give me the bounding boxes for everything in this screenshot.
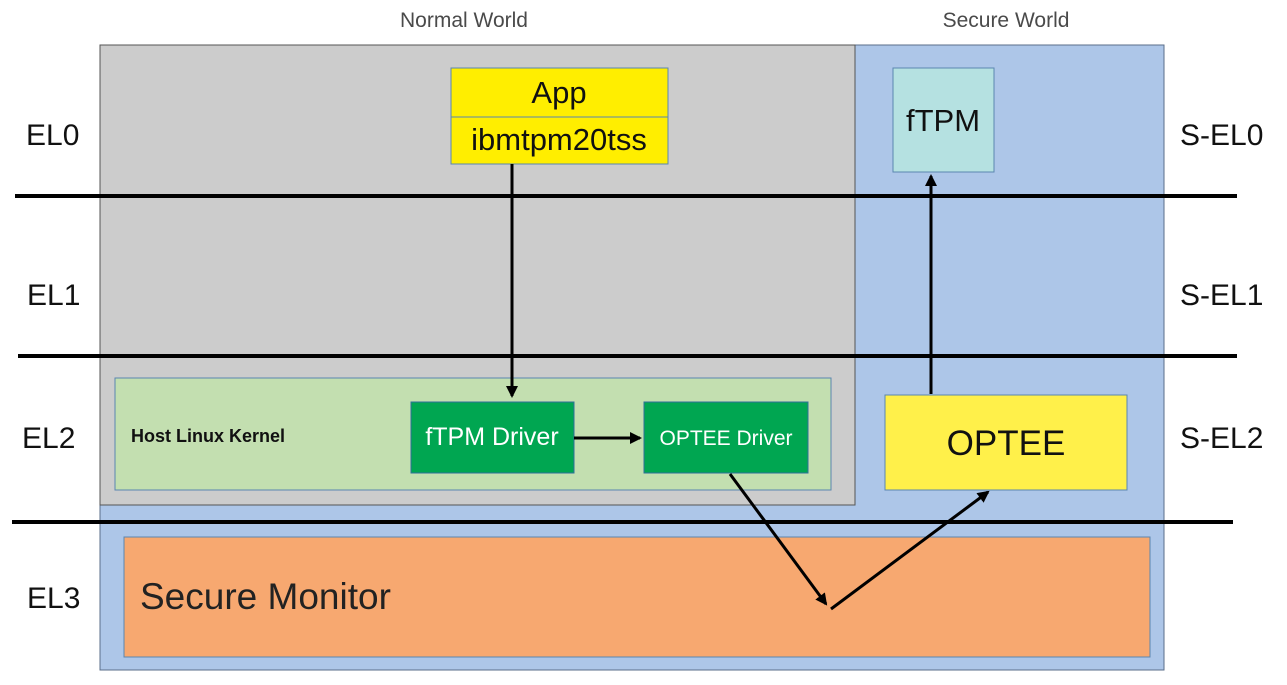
sel1-label: S-EL1 xyxy=(1180,279,1263,312)
optee-driver-label: OPTEE Driver xyxy=(659,427,792,450)
optee-driver-box xyxy=(643,401,809,474)
el0-label: EL0 xyxy=(26,119,79,152)
tss-box xyxy=(450,116,669,165)
el2-label: EL2 xyxy=(22,422,75,455)
secure-monitor-label: Secure Monitor xyxy=(140,576,391,617)
ftpm-driver-label: fTPM Driver xyxy=(425,423,558,451)
app-box xyxy=(450,67,669,118)
sel2-label: S-EL2 xyxy=(1180,422,1263,455)
optee-box xyxy=(884,394,1128,491)
normal-world-label: Normal World xyxy=(400,9,528,32)
el1-label: EL1 xyxy=(27,279,80,312)
tss-label: ibmtpm20tss xyxy=(471,122,647,157)
app-label: App xyxy=(531,75,586,110)
arrow-optee-driver-to-monitor xyxy=(728,473,828,606)
sel0-label: S-EL0 xyxy=(1180,119,1263,152)
optee-label: OPTEE xyxy=(947,424,1066,463)
ftpm-driver-box xyxy=(410,401,575,474)
secure-world-label: Secure World xyxy=(943,9,1070,32)
secure-monitor-box xyxy=(123,536,1151,658)
ftpm-box xyxy=(892,67,995,173)
ftpm-label: fTPM xyxy=(906,103,980,138)
arrow-monitor-to-optee xyxy=(830,490,990,611)
host-linux-kernel-label: Host Linux Kernel xyxy=(131,426,285,446)
el3-label: EL3 xyxy=(27,582,80,615)
